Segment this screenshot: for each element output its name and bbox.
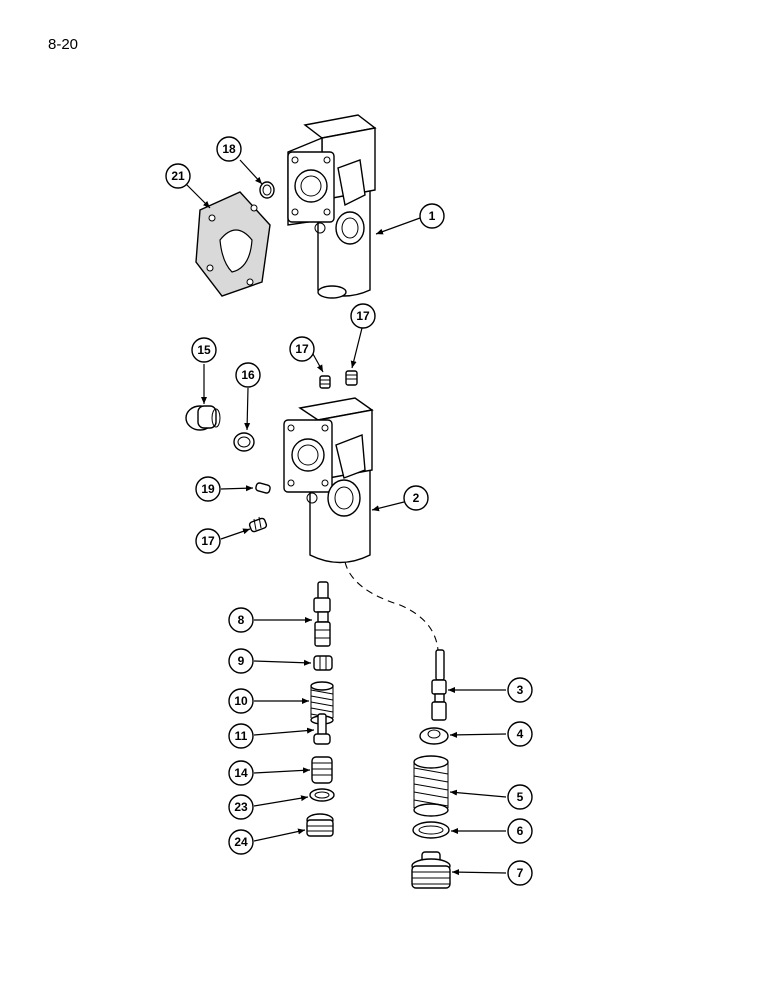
plug-15 xyxy=(185,405,221,431)
o-ring-16 xyxy=(233,432,255,452)
callout-8: 8 xyxy=(228,607,254,633)
leader-lines xyxy=(185,159,507,876)
gasket-21 xyxy=(195,191,271,297)
plug-17b xyxy=(345,370,358,386)
callout-17-top-right: 17 xyxy=(350,303,376,329)
callout-19: 19 xyxy=(195,476,221,502)
svg-text:8: 8 xyxy=(238,613,245,627)
svg-text:16: 16 xyxy=(241,368,255,382)
o-ring-6 xyxy=(412,821,450,839)
callout-16: 16 xyxy=(235,362,261,388)
o-ring-23 xyxy=(309,788,335,802)
callout-9: 9 xyxy=(228,648,254,674)
pin-11 xyxy=(313,713,331,745)
svg-text:24: 24 xyxy=(234,835,248,849)
callout-10: 10 xyxy=(228,688,254,714)
svg-text:6: 6 xyxy=(517,824,524,838)
svg-text:19: 19 xyxy=(201,482,215,496)
svg-text:9: 9 xyxy=(238,654,245,668)
retainer-4 xyxy=(419,727,449,745)
callout-5: 5 xyxy=(507,784,533,810)
spring-14 xyxy=(311,756,333,784)
callout-7: 7 xyxy=(507,860,533,886)
svg-text:3: 3 xyxy=(517,683,524,697)
page-number: 8-20 xyxy=(48,36,79,53)
pin-19 xyxy=(255,482,271,494)
svg-text:5: 5 xyxy=(517,790,524,804)
valve-housing-lower xyxy=(283,397,374,564)
svg-text:15: 15 xyxy=(197,343,211,357)
svg-text:18: 18 xyxy=(222,142,236,156)
assembly-dashed-line xyxy=(344,561,439,651)
o-ring-small-18 xyxy=(259,181,275,199)
valve-housing-upper xyxy=(287,114,377,299)
callout-24: 24 xyxy=(228,829,254,855)
callout-14: 14 xyxy=(228,760,254,786)
callout-3: 3 xyxy=(507,677,533,703)
plug-17c xyxy=(248,516,268,533)
callout-15: 15 xyxy=(191,337,217,363)
svg-text:17: 17 xyxy=(201,534,215,548)
plug-7 xyxy=(411,851,451,889)
spool-3 xyxy=(431,649,447,721)
svg-text:23: 23 xyxy=(234,800,248,814)
callout-17-top-left: 17 xyxy=(289,336,315,362)
callout-18: 18 xyxy=(216,136,242,162)
callout-21: 21 xyxy=(165,163,191,189)
plug-17a xyxy=(319,375,331,389)
callout-6: 6 xyxy=(507,818,533,844)
svg-text:21: 21 xyxy=(171,169,185,183)
svg-text:17: 17 xyxy=(356,309,370,323)
svg-text:14: 14 xyxy=(234,766,248,780)
svg-text:2: 2 xyxy=(413,491,420,505)
callout-17-bottom: 17 xyxy=(195,528,221,554)
svg-text:11: 11 xyxy=(235,729,248,743)
callout-4: 4 xyxy=(507,721,533,747)
spool-8 xyxy=(313,581,331,647)
callout-23: 23 xyxy=(228,794,254,820)
svg-text:1: 1 xyxy=(429,209,436,223)
callout-2: 2 xyxy=(403,485,429,511)
svg-text:10: 10 xyxy=(234,694,248,708)
callout-11: 11 xyxy=(228,723,254,749)
plug-24 xyxy=(306,813,334,837)
nut-9 xyxy=(313,655,333,671)
svg-text:17: 17 xyxy=(295,342,309,356)
svg-text:4: 4 xyxy=(517,727,524,741)
callout-1: 1 xyxy=(419,203,445,229)
spring-5 xyxy=(413,755,449,817)
svg-text:7: 7 xyxy=(517,866,524,880)
